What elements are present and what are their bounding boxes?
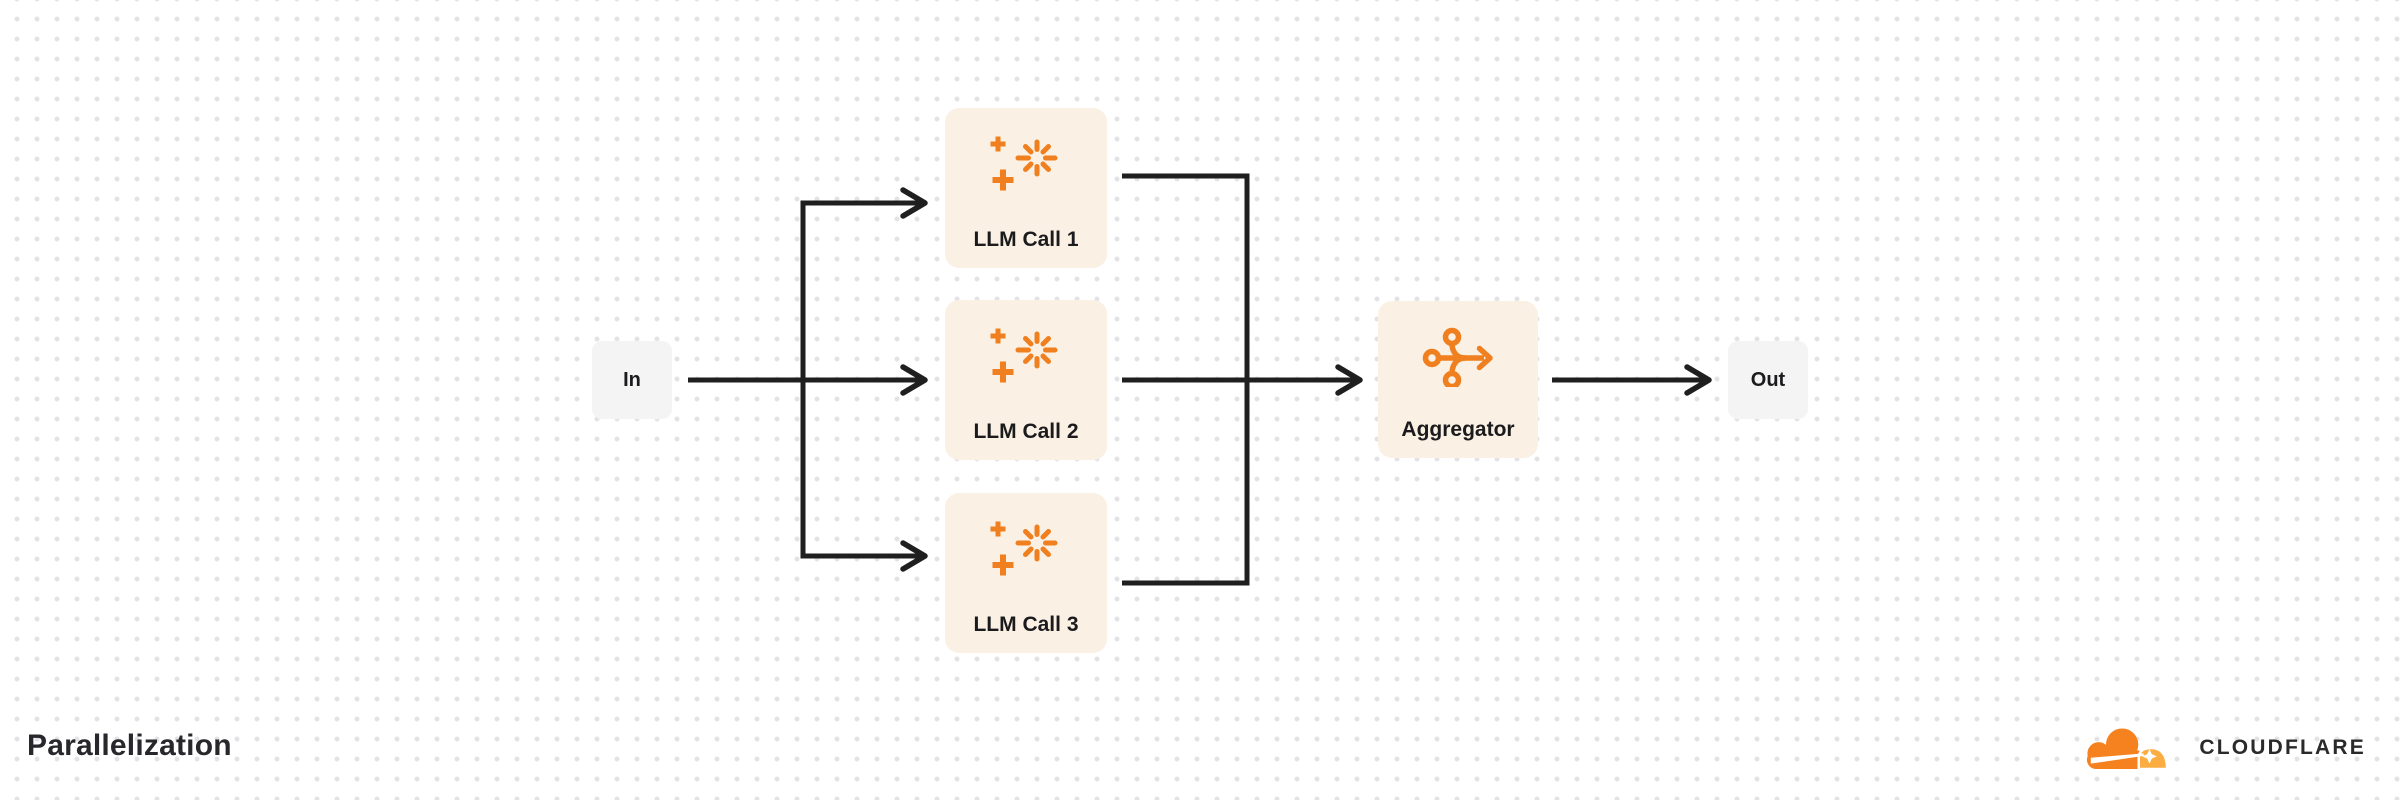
node-llm-call-2: LLM Call 2 [945, 300, 1107, 460]
cloudflare-logo: CLOUDFLARE [2083, 725, 2366, 772]
arrowhead-llm1 [900, 187, 928, 219]
node-llm-call-3: LLM Call 3 [945, 493, 1107, 653]
node-aggregator-label: Aggregator [1401, 418, 1515, 441]
node-llm-call-3-label: LLM Call 3 [973, 613, 1079, 636]
arrowhead-llm2 [900, 364, 928, 396]
arrowhead-aggregator [1335, 364, 1363, 396]
sparkles-icon [990, 521, 1058, 576]
node-llm-call-2-label: LLM Call 2 [973, 420, 1079, 443]
arrowhead-out [1684, 364, 1712, 396]
node-llm-call-1: LLM Call 1 [945, 108, 1107, 268]
node-in-label: In [623, 368, 641, 391]
sparkles-icon [990, 136, 1058, 191]
arrowhead-llm3 [900, 540, 928, 572]
diagram-title: Parallelization [27, 729, 232, 762]
merge-arrows-icon [1422, 327, 1493, 387]
cloudflare-wordmark: CLOUDFLARE [2199, 735, 2366, 759]
node-out: Out [1728, 341, 1808, 419]
node-llm-call-1-label: LLM Call 1 [973, 228, 1079, 251]
sparkles-icon [990, 328, 1058, 383]
node-in: In [592, 341, 672, 419]
node-out-label: Out [1750, 368, 1786, 391]
node-aggregator: Aggregator [1378, 301, 1538, 458]
cloudflare-cloud-icon [2087, 728, 2169, 771]
wire-fanout [800, 200, 921, 559]
